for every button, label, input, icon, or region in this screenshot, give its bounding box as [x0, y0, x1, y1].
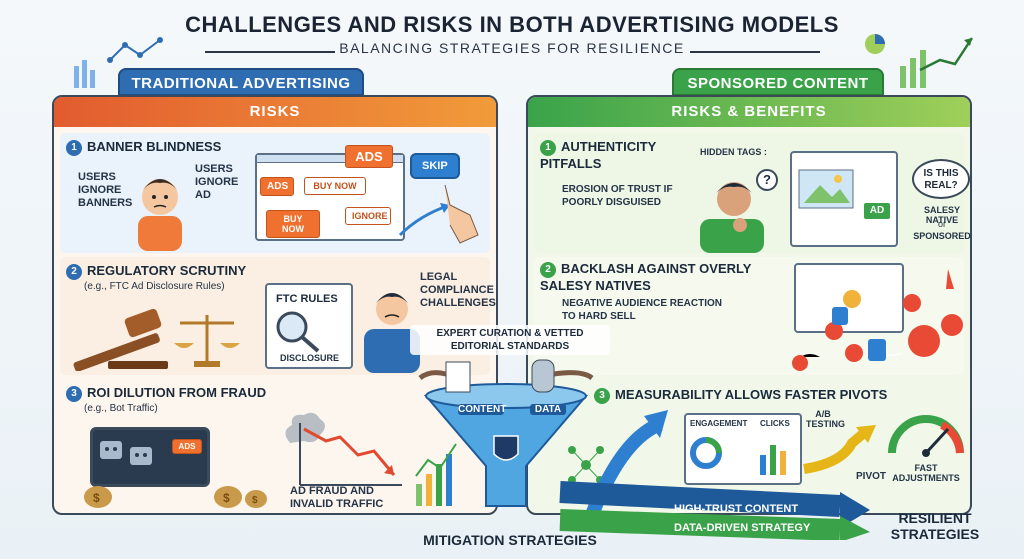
erosion-of-trust-label: EROSION OF TRUST IF POORLY DISGUISED: [562, 184, 673, 208]
section-title: 2 REGULATORY SCRUTINY: [66, 263, 246, 280]
backlash-title: BACKLASH AGAINST OVERLY SALESY NATIVES: [540, 261, 752, 293]
buy-now-button[interactable]: BUY NOW: [304, 177, 366, 195]
salesy-native-label: SALESY NATIVE: [923, 205, 960, 225]
ads-monitor-banner: ADS: [172, 439, 202, 454]
number-badge: 2: [540, 262, 556, 278]
fast-adjustments-label: FAST ADJUSTMENTS: [892, 463, 960, 483]
clicks-label: CLICKS: [760, 419, 790, 428]
browser-toolbar: [257, 155, 403, 163]
analytics-dashboard: [684, 413, 802, 485]
ab-testing-label: A/B TESTING: [806, 409, 846, 429]
magnifying-glass-icon: [276, 311, 320, 353]
high-trust-content-label: HIGH-TRUST CONTENT: [674, 503, 799, 515]
gavel-icon: [73, 308, 168, 371]
sponsored-label: SPONSORED: [913, 231, 971, 241]
growth-bars-icon: [415, 443, 457, 506]
growth-chart-icon: [865, 34, 974, 88]
risks-band: RISKS: [54, 97, 496, 127]
ad-fraud-label: AD FRAUD AND INVALID TRAFFIC: [290, 485, 384, 510]
funnel-illustration: [418, 359, 594, 507]
section-title: 3 ROI DILUTION FROM FRAUD: [66, 385, 266, 402]
strategy-arrows: [559, 410, 870, 540]
number-badge: 1: [540, 140, 556, 156]
negative-reaction-label: NEGATIVE AUDIENCE REACTION TO HARD SELL: [562, 298, 723, 322]
users-ignore-banners-label: USERS IGNORE BANNERS: [78, 171, 133, 209]
data-driven-strategy-label: DATA-DRIVEN STRATEGY: [674, 522, 811, 534]
or-label: or: [937, 219, 946, 229]
scales-icon: [174, 315, 240, 367]
frustrated-user-illustration: [138, 179, 182, 251]
number-badge: 1: [66, 140, 82, 156]
ftc-note: (e.g., FTC Ad Disclosure Rules): [84, 281, 225, 292]
mitigation-strategies-label: MITIGATION STRATEGIES: [423, 532, 597, 548]
hidden-tags-label: HIDDEN TAGS :: [700, 147, 767, 157]
section-title: 3 MEASURABILITY ALLOWS FASTER PIVOTS: [594, 387, 887, 404]
resilient-strategies-label: RESILIENT STRATEGIES: [890, 510, 980, 542]
tab-sponsored-content: SPONSORED CONTENT: [672, 68, 884, 96]
number-badge: 3: [66, 386, 82, 402]
ads-small-banner: ADS: [260, 177, 294, 196]
users-ignore-ad-label: USERS IGNORE AD: [195, 163, 239, 201]
engagement-label: ENGAGEMENT: [690, 419, 748, 428]
buy-now-banner: BUY NOW: [266, 210, 320, 238]
section-title: 1 BANNER BLINDNESS: [66, 139, 221, 156]
svg-text:$: $: [252, 495, 258, 506]
traditional-advertising-panel: RISKS 1 BANNER BLINDNESS USERS IGNORE BAN…: [52, 95, 498, 515]
thinking-person-illustration: [700, 182, 764, 253]
bot-robots-icon: [100, 441, 152, 465]
regulatory-scrutiny-title: REGULATORY SCRUTINY: [87, 263, 247, 278]
pivot-label: PIVOT: [856, 471, 887, 482]
svg-text:$: $: [93, 491, 100, 505]
stressed-person-illustration: [364, 293, 420, 373]
image-placeholder-icon: [798, 169, 854, 209]
subtitle-rule-right: [690, 51, 820, 53]
pivot-arrow-icon: [803, 425, 876, 474]
pointing-hand-icon: [398, 184, 479, 244]
svg-text:$: $: [223, 491, 230, 505]
question-bubble-icon: ?: [756, 169, 778, 191]
expert-curation-label: EXPERT CURATION & VETTED EDITORIAL STAND…: [410, 325, 610, 355]
ftc-rules-label: FTC RULES: [276, 293, 338, 305]
authenticity-title: AUTHENTICITY PITFALLS: [540, 139, 657, 171]
disclosure-label: DISCLOSURE: [280, 353, 340, 363]
money-bags-icon: $ $ $: [84, 486, 267, 508]
bot-traffic-note: (e.g., Bot Traffic): [84, 403, 158, 414]
roi-dilution-title: ROI DILUTION FROM FRAUD: [87, 385, 267, 400]
page-title: CHALLENGES AND RISKS IN BOTH ADVERTISING…: [185, 12, 839, 37]
reaction-emojis-icon: [792, 269, 963, 371]
regulatory-scrutiny-section: 2 REGULATORY SCRUTINY (e.g., FTC Ad Discl…: [60, 257, 496, 375]
trend-chart-icon: [74, 37, 163, 88]
speedometer-icon: [888, 415, 964, 457]
content-label: CONTENT: [458, 404, 507, 415]
ad-tag-badge: AD: [864, 203, 890, 219]
risks-benefits-band: RISKS & BENEFITS: [528, 97, 970, 127]
ads-banner: ADS: [345, 145, 393, 168]
dashboard-charts-icon: [690, 437, 786, 475]
skip-button[interactable]: SKIP: [410, 153, 460, 179]
banner-blindness-section: 1 BANNER BLINDNESS USERS IGNORE BANNERS U…: [60, 133, 490, 253]
banner-blindness-title: BANNER BLINDNESS: [87, 139, 222, 154]
measurability-title: MEASURABILITY ALLOWS FASTER PIVOTS: [615, 387, 888, 402]
declining-chart-icon: [299, 423, 402, 486]
number-badge: 3: [594, 388, 610, 404]
data-label: DATA: [530, 404, 566, 415]
subtitle-rule-left: [205, 51, 335, 53]
tab-traditional-advertising: TRADITIONAL ADVERTISING: [118, 68, 364, 96]
page-subtitle: BALANCING STRATEGIES FOR RESILIENCE: [339, 40, 685, 56]
ignore-button[interactable]: IGNORE: [345, 207, 391, 225]
is-this-real-bubble: IS THIS REAL?: [912, 159, 970, 199]
legal-compliance-label: LEGAL COMPLIANCE CHALLENGES: [420, 271, 496, 309]
number-badge: 2: [66, 264, 82, 280]
roi-dilution-section: 3 ROI DILUTION FROM FRAUD (e.g., Bot Traf…: [60, 379, 490, 511]
